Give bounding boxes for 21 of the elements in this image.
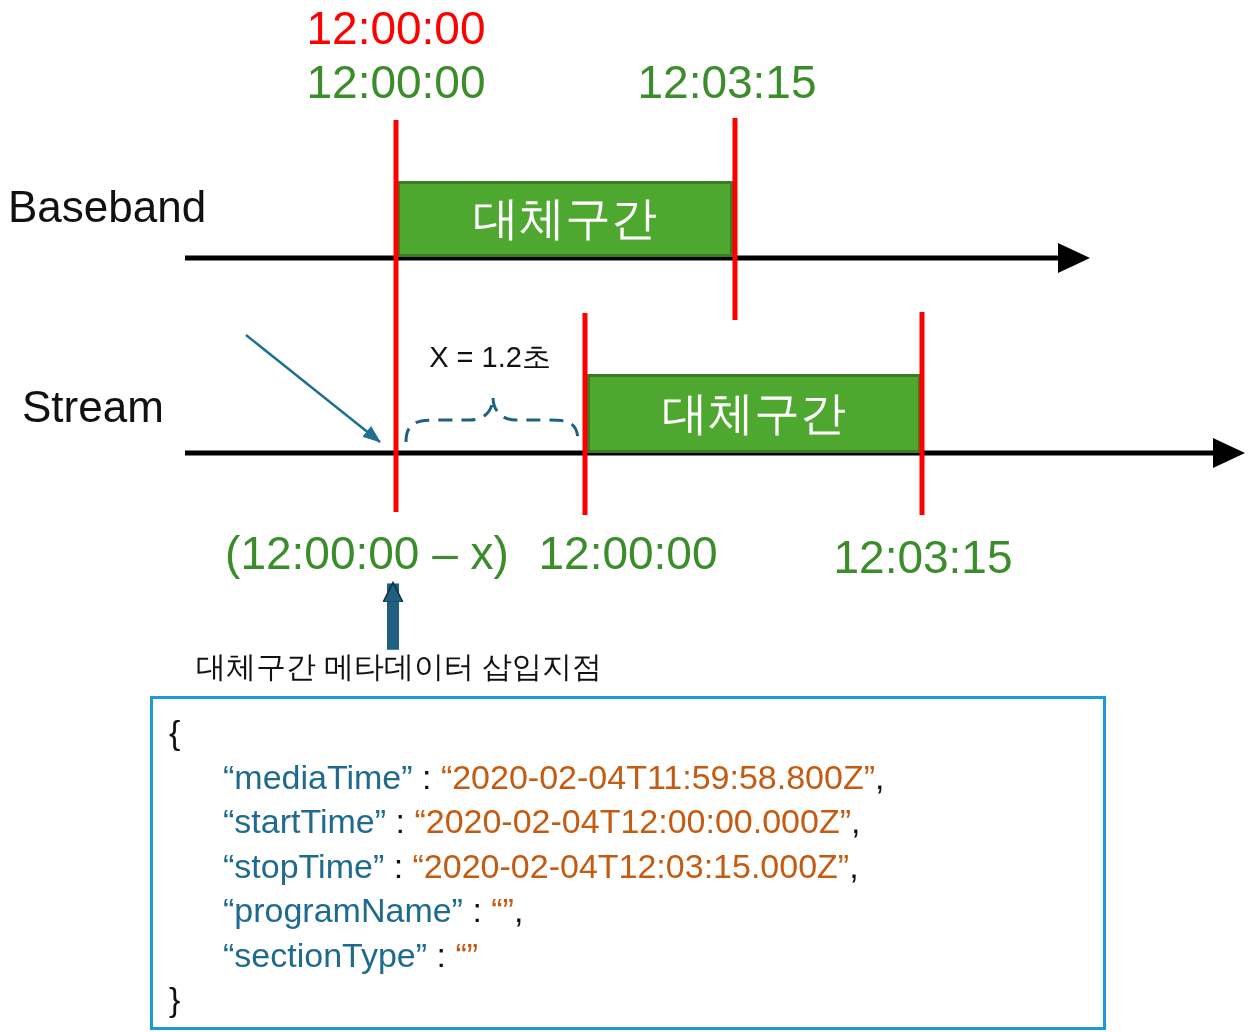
time-label: 12:00:00 (306, 1, 486, 55)
code-line: “sectionType” : “” (223, 935, 479, 975)
code-line: } (169, 980, 181, 1020)
delay-label: X = 1.2초 (429, 341, 551, 375)
replacement-box: 대체구간 (397, 181, 733, 257)
code-line: “mediaTime” : “2020-02-04T11:59:58.800Z”, (223, 757, 885, 797)
code-line: { (169, 713, 181, 753)
time-label: 12:00:00 (306, 55, 486, 109)
time-label: 12:00:00 (538, 526, 718, 580)
track-label: Baseband (8, 181, 207, 233)
track-label: Stream (22, 381, 164, 433)
time-label: 12:03:15 (833, 530, 1013, 584)
time-label: (12:00:00 – x) (225, 526, 509, 580)
insertion-point-label: 대체구간 메타데이터 삽입지점 (195, 649, 603, 685)
replacement-box: 대체구간 (587, 374, 921, 453)
code-box (150, 696, 1106, 1030)
code-line: “programName” : “”, (223, 891, 524, 931)
code-line: “startTime” : “2020-02-04T12:00:00.000Z”, (223, 802, 861, 842)
time-label: 12:03:15 (637, 55, 817, 109)
arrow (382, 581, 404, 650)
code-line: “stopTime” : “2020-02-04T12:03:15.000Z”, (223, 846, 859, 886)
